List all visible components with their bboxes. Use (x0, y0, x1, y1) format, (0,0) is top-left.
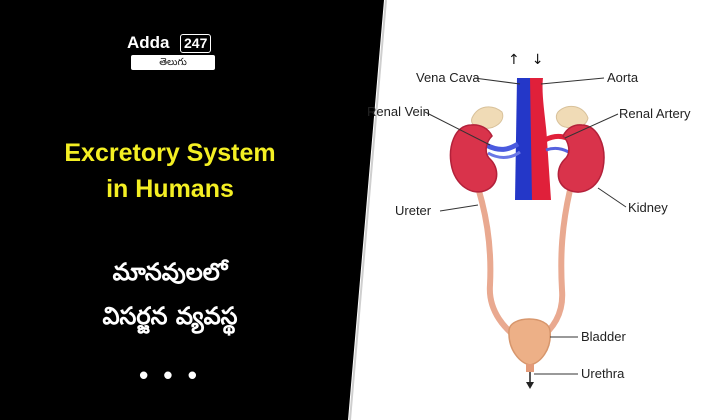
brand-language-tag: తెలుగు (131, 55, 215, 70)
upward-flow-arrow-icon: ↑ (508, 52, 520, 68)
panel-divider-line (349, 0, 387, 420)
bladder-organ (508, 318, 551, 366)
brand-name: Adda (127, 33, 170, 52)
label-kidney: Kidney (628, 200, 668, 215)
title-line-2: in Humans (106, 175, 234, 203)
vena-cava-vessel (515, 78, 533, 200)
label-bladder: Bladder (581, 329, 626, 344)
right-kidney (557, 124, 605, 193)
left-ureter (471, 172, 523, 343)
label-urethra: Urethra (581, 366, 625, 381)
renal-vein-leader (424, 111, 491, 146)
black-diagonal-panel (0, 0, 384, 420)
flow-arrows: ↑↓ (508, 52, 558, 68)
renal-vein-branch (487, 150, 521, 159)
label-renal-artery: Renal Artery (619, 106, 691, 121)
page-title: Excretory System in Humans (20, 135, 320, 207)
telugu-subtitle: మానవులలో విసర్జన వ్యవస్థ (20, 250, 320, 338)
aorta-vessel (530, 78, 551, 200)
renal-artery-leader (564, 113, 619, 139)
kidney-leader (597, 187, 627, 208)
ureter-leader (439, 204, 479, 212)
renal-vein-vessel (484, 141, 520, 152)
vena-cava-leader (473, 77, 521, 85)
urethra-tube (526, 364, 534, 372)
subtitle-line-2: విసర్జన వ్యవస్థ (102, 302, 238, 330)
label-vena-cava: Vena Cava (416, 70, 480, 85)
label-renal-vein: Renal Vein (367, 104, 430, 119)
aorta-leader (540, 77, 605, 85)
right-ureter (535, 187, 573, 343)
left-kidney (449, 124, 498, 193)
label-ureter: Ureter (395, 203, 432, 218)
brand-number-badge: 247 (180, 34, 212, 53)
ellipsis-dots: • • • (139, 360, 201, 390)
label-aorta: Aorta (607, 70, 639, 85)
urethra-arrowhead (526, 382, 534, 389)
title-line-1: Excretory System (64, 139, 276, 167)
downward-flow-arrow-icon: ↓ (531, 52, 544, 68)
brand-logo: Adda 247 తెలుగు (127, 33, 219, 70)
subtitle-line-1: మానవులలో (112, 258, 228, 286)
